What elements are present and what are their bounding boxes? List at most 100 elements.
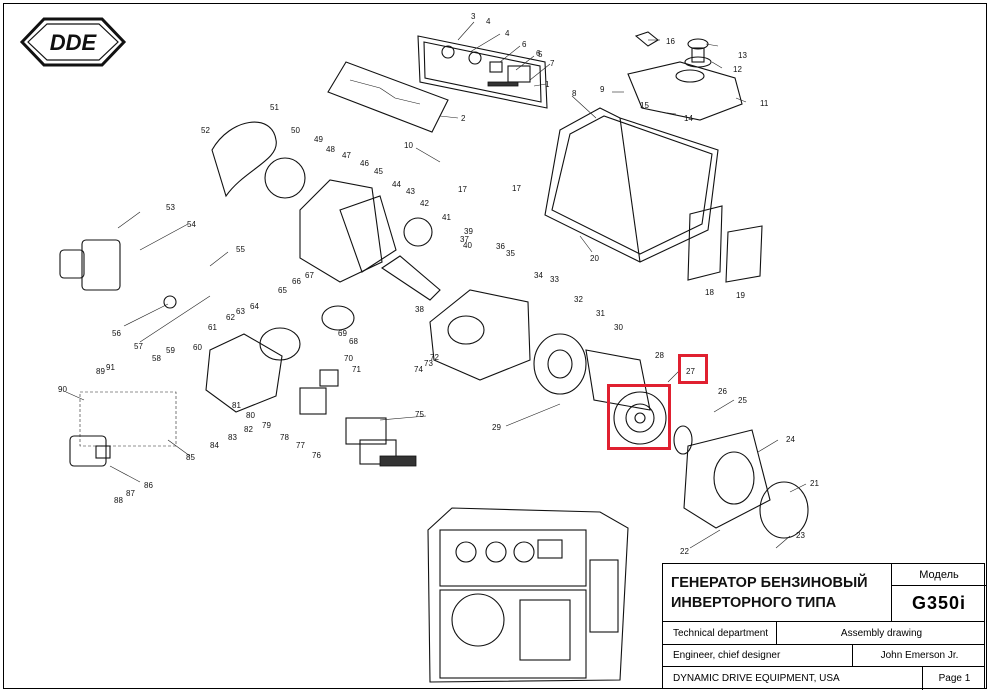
callout: 3 — [471, 12, 476, 21]
title-row-department: Technical department Assembly drawing — [663, 621, 984, 644]
muffler-part — [205, 327, 301, 413]
callout: 7 — [550, 59, 555, 68]
carburettor-part — [299, 369, 339, 415]
callout: 63 — [236, 307, 245, 316]
callout: 4 — [486, 17, 491, 26]
callout: 19 — [736, 291, 745, 300]
drawing-title: ГЕНЕРАТОР БЕНЗИНОВЫЙ ИНВЕРТОРНОГО ТИПА — [671, 573, 889, 613]
callout: 6 — [522, 40, 527, 49]
department-cell: Technical department — [663, 622, 777, 644]
callout: 35 — [506, 249, 515, 258]
callout: 22 — [680, 547, 689, 556]
callout: 50 — [291, 126, 300, 135]
callout: 17 — [512, 184, 521, 193]
callout: 64 — [250, 302, 259, 311]
title-row-company: DYNAMIC DRIVE EQUIPMENT, USA Page 1 — [663, 666, 984, 690]
fuel-tap-part — [69, 435, 111, 467]
leader-lines — [65, 21, 807, 549]
callout: 42 — [420, 199, 429, 208]
callout-labels: 1 2 3 4 4 5 6 6 7 8 9 10 11 12 13 14 15 … — [58, 12, 819, 556]
model-label: Модель — [891, 564, 986, 586]
blower-fan-part — [533, 333, 651, 411]
callout: 37 — [460, 235, 469, 244]
tubular-frame-part — [544, 107, 719, 263]
callout: 40 — [463, 241, 472, 250]
callout: 57 — [134, 342, 143, 351]
callout: 85 — [186, 453, 195, 462]
callout: 84 — [210, 441, 219, 450]
callout: 4 — [505, 29, 510, 38]
callout: 10 — [404, 141, 413, 150]
title-line-1: ГЕНЕРАТОР БЕНЗИНОВЫЙ — [671, 575, 868, 591]
callout: 26 — [718, 387, 727, 396]
stator-part — [613, 391, 693, 455]
callout: 9 — [600, 85, 605, 94]
callout: 41 — [442, 213, 451, 222]
callout: 2 — [461, 114, 466, 123]
callout: 83 — [228, 433, 237, 442]
drawing-type-cell: Assembly drawing — [840, 627, 923, 639]
side-cover-part — [725, 225, 763, 283]
callout: 51 — [270, 103, 279, 112]
callout: 77 — [296, 441, 305, 450]
page-number-cell: Page 1 — [938, 673, 971, 684]
callout: 25 — [738, 396, 747, 405]
callout: 87 — [126, 489, 135, 498]
callout: 79 — [262, 421, 271, 430]
callout: 55 — [236, 245, 245, 254]
callout: 59 — [166, 346, 175, 355]
generator-cover-part — [683, 429, 809, 539]
callout: 74 — [414, 365, 423, 374]
callout: 44 — [392, 180, 401, 189]
title-line-2: ИНВЕРТОРНОГО ТИПА — [671, 595, 837, 611]
designer-name-cell: John Emerson Jr. — [880, 650, 959, 661]
control-panel-part — [417, 35, 548, 109]
callout: 31 — [596, 309, 605, 318]
crank-gear-part — [403, 217, 433, 247]
callout: 54 — [187, 220, 196, 229]
callout: 34 — [534, 271, 543, 280]
callout: 71 — [352, 365, 361, 374]
callout: 69 — [338, 329, 347, 338]
callout: 43 — [406, 187, 415, 196]
callout: 21 — [810, 479, 819, 488]
callout: 66 — [292, 277, 301, 286]
callout: 33 — [550, 275, 559, 284]
side-vent-part — [687, 205, 723, 281]
dde-logo: DDE — [19, 17, 127, 67]
filter-cartridge-part — [345, 417, 417, 467]
callout: 46 — [360, 159, 369, 168]
callout: 39 — [464, 227, 473, 236]
crankshaft-part — [381, 255, 441, 301]
callout: 49 — [314, 135, 323, 144]
callout: 56 — [112, 329, 121, 338]
callout: 62 — [226, 313, 235, 322]
callout: 1 — [545, 80, 550, 89]
callout: 18 — [705, 288, 714, 297]
callout: 73 — [424, 359, 433, 368]
callout: 30 — [614, 323, 623, 332]
callout: 67 — [305, 271, 314, 280]
designer-role-cell: Engineer, chief designer — [663, 645, 853, 666]
callout: 20 — [590, 254, 599, 263]
callout: 53 — [166, 203, 175, 212]
flywheel-part — [264, 157, 306, 199]
callout: 52 — [201, 126, 210, 135]
callout: 91 — [106, 363, 115, 372]
recoil-cover-part — [211, 121, 277, 198]
callout: 8 — [572, 89, 577, 98]
callout: 27 — [686, 367, 695, 376]
callout: 15 — [640, 101, 649, 110]
callout: 45 — [374, 167, 383, 176]
highlight-box-callout — [678, 354, 708, 384]
callout: 80 — [246, 411, 255, 420]
callout: 72 — [430, 353, 439, 362]
callout: 29 — [492, 423, 501, 432]
callout: 12 — [733, 65, 742, 74]
callout: 58 — [152, 354, 161, 363]
callout: 65 — [278, 286, 287, 295]
callout: 76 — [312, 451, 321, 460]
callout: 16 — [666, 37, 675, 46]
